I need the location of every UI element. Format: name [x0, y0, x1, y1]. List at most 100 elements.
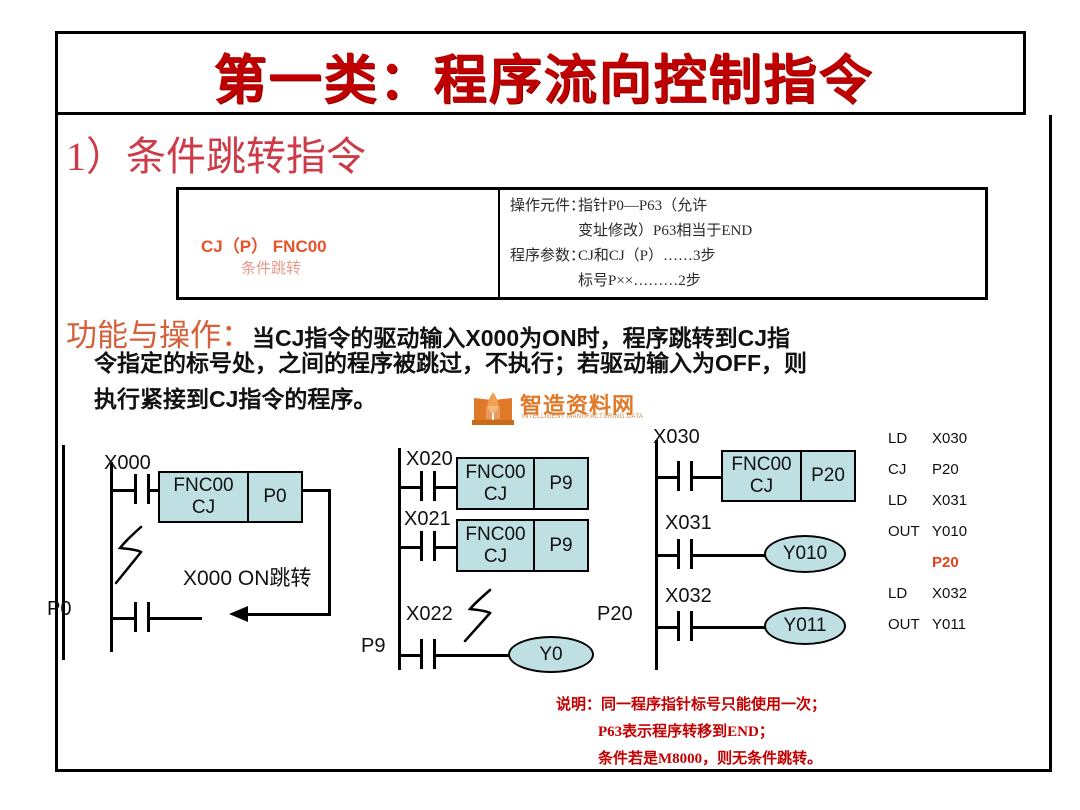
ladder1-zigzag-break-icon [114, 525, 143, 585]
ladder2-wire-0b [436, 486, 456, 489]
spec-left-cell: CJ（P） FNC00 条件跳转 [179, 190, 500, 297]
ladder2-contact-1 [420, 531, 436, 561]
footnote-line-1: 说明：同一程序指针标号只能使用一次； [556, 697, 827, 713]
ladder1-rail-label-p0: P0 [47, 598, 72, 620]
description-line-2: 令指定的标号处，之间的程序被跳过，不执行；若驱动输入为OFF，则 [94, 350, 807, 376]
ladder3-wire-2a [655, 626, 677, 629]
spec-row-text: 指针P0—P63（允许 [578, 198, 708, 214]
spec-row: 标号P××………2步 [510, 269, 985, 294]
spec-right-cell: 操作元件：指针P0—P63（允许 变址修改）P63相当于END 程序参数：CJ和… [500, 190, 985, 297]
ladder1-box-pointer: P0 [263, 486, 287, 507]
spec-row-text: CJ和CJ（P）……3步 [578, 248, 716, 264]
il-op: LD [888, 430, 908, 447]
watermark-en-text: INTELLIGENT MANUFACTURING DATA [522, 414, 644, 420]
ladder2-box1-fnc: FNC00 [465, 523, 526, 545]
spec-instruction-name: 条件跳转 [241, 261, 302, 277]
description-text-1: 当CJ指令的驱动输入X000为ON时，程序跳转到CJ指 [252, 325, 791, 351]
instruction-list-row: OUT Y011 [888, 616, 1038, 647]
il-op: CJ [888, 461, 907, 478]
description-heading: 功能与操作： [66, 318, 252, 353]
il-arg: X031 [932, 492, 968, 509]
watermark-cn-text: 智造资料网 [520, 393, 636, 418]
ladder2-box1-instr: CJ [483, 545, 508, 567]
instruction-list-row-label: P20 [888, 554, 1038, 585]
ladder1-jump-wire-top [303, 489, 331, 492]
instruction-list-row: CJ P20 [888, 461, 1038, 492]
book-flame-logo-icon [472, 392, 514, 425]
instruction-list: LD X030 CJ P20 LD X031 OUT Y010 P20 LD X… [888, 430, 1038, 647]
ladder1-jump-wire-bottom [245, 613, 331, 616]
spec-row-text: 标号P××………2步 [578, 273, 701, 289]
ladder2-contact-label-1: X021 [404, 508, 451, 530]
ladder1-wire-a [110, 489, 134, 492]
ladder2-contact-label-0: X020 [406, 448, 453, 470]
ladder2-contact-2 [420, 639, 436, 669]
ladder1-annotation: X000 ON跳转 [183, 567, 312, 590]
ladder1-branch-rail [110, 462, 113, 652]
ladder2-box0-pointer: P9 [549, 472, 573, 494]
ladder3-coil-y010: Y010 [764, 535, 846, 573]
spec-row-label: 操作元件： [510, 198, 586, 214]
ladder2-wire-2a [398, 654, 420, 657]
ladder2-wire-2b [436, 654, 510, 657]
ladder3-contact-label-2: X032 [665, 585, 712, 607]
ladder2-contact-0 [420, 471, 436, 501]
footnote-line-2: P63表示程序转移到END； [598, 724, 774, 740]
ladder3-contact-1 [677, 539, 693, 569]
il-arg: Y011 [932, 616, 966, 633]
ladder3-contact-2 [677, 611, 693, 641]
il-arg: X032 [932, 585, 968, 602]
section-subtitle: 1）条件跳转指令 [66, 134, 366, 179]
ladder2-wire-1b [436, 546, 456, 549]
ladder2-box0-fn: FNC00 CJ [458, 459, 535, 508]
spec-row-text: 变址修改）P63相当于END [578, 223, 753, 239]
description-line-3: 执行紧接到CJ指令的程序。 [94, 386, 377, 412]
ladder2-box0-fnc: FNC00 [465, 461, 526, 483]
ladder1-contact-x000 [134, 474, 150, 504]
ladder2-box1-pointer: P9 [549, 534, 573, 556]
il-op: OUT [888, 523, 920, 540]
ladder3-cj-box-0: FNC00 CJ P20 [721, 450, 856, 502]
ladder-diagram-1: X000 FNC00 CJ P0 X000 ON跳转 P0 [0, 0, 360, 660]
instruction-spec-table: CJ（P） FNC00 条件跳转 操作元件：指针P0—P63（允许 变址修改）P… [176, 187, 988, 300]
ladder3-contact-label-0: X030 [653, 426, 700, 448]
watermark: 智造资料网 INTELLIGENT MANUFACTURING DATA [472, 386, 643, 430]
spec-row: 操作元件：指针P0—P63（允许 [510, 194, 985, 219]
ladder3-box0-fn: FNC00 CJ [723, 452, 802, 500]
ladder3-contact-0 [677, 461, 693, 491]
il-op: OUT [888, 616, 920, 633]
il-arg: P20 [932, 461, 959, 478]
ladder3-coil-y011: Y011 [764, 607, 846, 645]
ladder1-left-rail [62, 445, 65, 660]
ladder2-wire-1a [398, 546, 420, 549]
ladder1-box-instr: CJ [191, 497, 216, 518]
page-title: 第一类：程序流向控制指令 [213, 52, 874, 110]
ladder3-wire-0b [693, 476, 722, 479]
ladder1-wire-b [150, 489, 158, 492]
ladder3-rail-label-p20: P20 [597, 603, 633, 625]
ladder2-box0-instr: CJ [483, 483, 508, 505]
ladder-diagram-2: X020 FNC00 CJ P9 X021 FNC00 CJ P9 [0, 0, 594, 673]
ladder1-wire-d [150, 617, 202, 620]
ladder1-cj-box: FNC00 CJ P0 [158, 471, 303, 523]
spec-row: 程序参数：CJ和CJ（P）……3步 [510, 244, 985, 269]
il-arg-pointer-label: P20 [932, 554, 959, 571]
instruction-list-row: LD X030 [888, 430, 1038, 461]
ladder2-cj-box-0: FNC00 CJ P9 [456, 457, 589, 510]
ladder3-box0-fnc: FNC00 [731, 454, 792, 475]
ladder2-box1-fn: FNC00 CJ [458, 521, 535, 570]
ladder1-jump-wire-vert [328, 489, 331, 615]
ladder1-contact-label-x000: X000 [104, 452, 151, 474]
footnote-block: 说明：同一程序指针标号只能使用一次； P63表示程序转移到END； 条件若是M8… [556, 692, 1036, 773]
ladder2-contact-label-2: X022 [406, 603, 453, 625]
ladder1-jump-arrow-icon [229, 606, 248, 622]
ladder2-rail-label-p9: P9 [361, 635, 386, 657]
spec-instruction-code: CJ（P） FNC00 [201, 237, 327, 256]
instruction-list-row: LD X032 [888, 585, 1038, 616]
spec-row-label: 程序参数： [510, 248, 586, 264]
ladder3-contact-label-1: X031 [665, 512, 712, 534]
title-frame: 第一类：程序流向控制指令 [55, 31, 1026, 115]
ladder3-wire-2b [693, 626, 766, 629]
footnote-line-3: 条件若是M8000，则无条件跳转。 [598, 751, 823, 767]
ladder1-contact-p0 [134, 602, 150, 632]
